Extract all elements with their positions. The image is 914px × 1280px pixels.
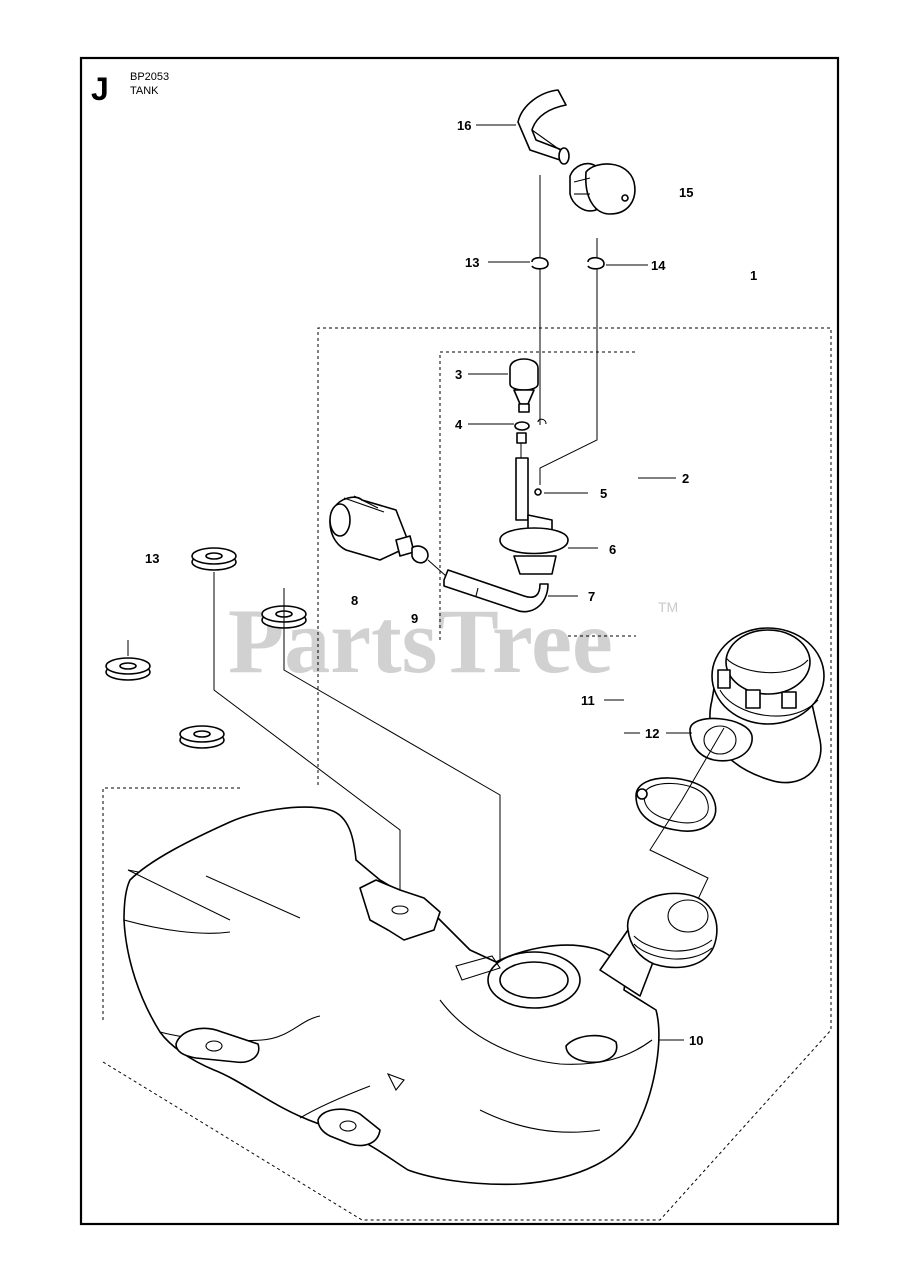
section-letter: J [91,71,109,107]
fuel-lines [539,175,598,485]
fuel-tank [123,806,718,1186]
callout-9: 9 [411,611,418,626]
model-number: BP2053 [130,71,169,83]
callout-7: 7 [588,589,595,604]
grommets [105,547,307,749]
callout-8: 8 [351,593,358,608]
grommet-1 [191,547,237,571]
callout-11: 11 [581,693,595,708]
callout-16: 13 [145,551,159,566]
page-frame [79,56,840,1226]
callout-15: 16 [457,118,471,133]
grommet-3 [105,657,151,681]
fuel-pickup-line [427,559,549,613]
callout-5: 5 [600,486,607,501]
grommet-4 [179,725,225,749]
fuel-filter [329,495,429,564]
primer-bulb [569,162,636,215]
watermark-trademark: TM [658,599,678,615]
callout-numbers: 16 15 13 14 1 3 4 2 5 6 13 7 8 9 11 12 1… [145,118,757,1048]
callout-6: 6 [609,542,616,557]
diagram-title: TANK [130,85,159,97]
callout-2: 2 [682,471,689,486]
callout-10: 10 [689,1033,703,1048]
cap-seal [635,717,753,832]
callout-14: 15 [679,185,693,200]
assembly-boundaries [102,327,832,1221]
callout-1: 1 [750,268,757,283]
callout-4: 4 [455,417,463,432]
breather-valve [499,432,569,575]
callout-leaders [468,124,692,1041]
hose-clamps [531,256,605,270]
callout-13-left: 13 [465,255,479,270]
callout-13-right: 14 [651,258,666,273]
cap-leader-line [649,727,725,917]
fuel-cap-assembly [509,358,547,431]
callout-12: 12 [645,726,659,741]
callout-3: 3 [455,367,462,382]
fuel-return-hose [517,89,570,165]
